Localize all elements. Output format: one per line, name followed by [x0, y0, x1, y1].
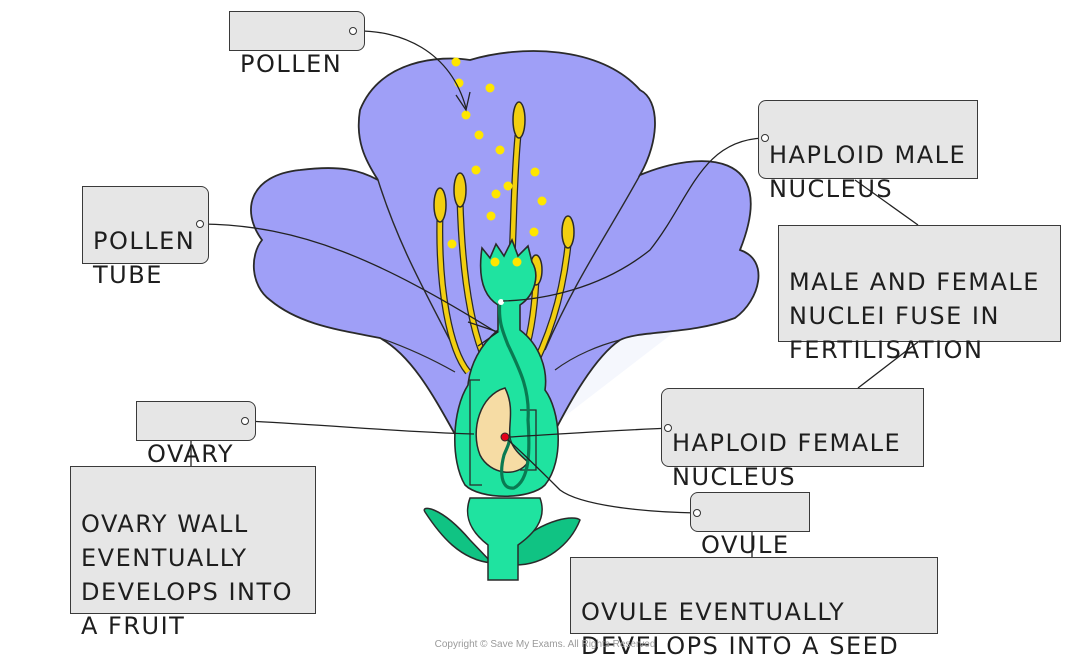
label-pollen-tube: POLLEN TUBE: [82, 186, 209, 289]
label-ovary-text: OVARY: [147, 440, 235, 468]
leader-pollen: [355, 30, 467, 109]
note-fertilisation: MALE AND FEMALE NUCLEI FUSE IN FERTILISA…: [778, 225, 1061, 364]
pollen-grain: [495, 145, 505, 155]
stamen-filament: [457, 199, 485, 353]
anther: [453, 172, 467, 208]
pollen-grain: [490, 257, 500, 267]
petal-fold-line: [554, 339, 621, 371]
pollen-grain: [503, 181, 513, 191]
pollen-grain: [474, 130, 484, 140]
leader-pollen-tube-arrow: [467, 321, 500, 347]
label-hole-icon: [196, 220, 204, 228]
label-ovary: OVARY: [136, 401, 256, 468]
stamen-filament: [437, 214, 470, 374]
label-hole-icon: [664, 424, 672, 432]
petal-fold-line: [544, 174, 641, 351]
label-pollen: POLLEN: [229, 11, 365, 78]
label-hole-icon: [241, 417, 249, 425]
label-pollen-tube-text: POLLEN TUBE: [93, 227, 196, 289]
label-pollen-text: POLLEN: [240, 50, 343, 78]
flower-stalk: [466, 497, 543, 581]
pollen-grain: [451, 57, 461, 67]
leader-haploid-male: [502, 137, 765, 302]
pollen-grain: [530, 167, 540, 177]
pollen-grain: [471, 165, 481, 175]
petal-fold-line: [379, 337, 456, 373]
sepal-left: [423, 507, 494, 564]
anther: [433, 187, 447, 223]
pollen-grain: [485, 83, 495, 93]
connector-male-fusion: [854, 179, 919, 226]
male-nucleus: [498, 299, 504, 305]
leader-pollen-arrow: [455, 91, 471, 112]
sepal-right: [514, 517, 581, 566]
note-ovary-wall: OVARY WALL EVENTUALLY DEVELOPS INTO A FR…: [70, 466, 316, 640]
anther: [561, 215, 575, 249]
note-ovule-seed: OVULE EVENTUALLY DEVELOPS INTO A SEED: [570, 557, 938, 660]
label-hole-icon: [761, 134, 769, 142]
pollen-grain: [512, 257, 522, 267]
pollen-grains: [447, 57, 547, 267]
label-haploid-female-text: HAPLOID FEMALE NUCLEUS: [672, 429, 902, 491]
pollen-grain: [447, 239, 457, 249]
label-ovule: OVULE: [690, 492, 810, 559]
pollen-grain: [529, 227, 539, 237]
pollen-grain: [461, 110, 471, 120]
pollen-grain: [491, 189, 501, 199]
label-haploid-female-nucleus: HAPLOID FEMALE NUCLEUS: [661, 388, 924, 491]
note-fertilisation-text: MALE AND FEMALE NUCLEI FUSE IN FERTILISA…: [789, 268, 1040, 364]
connector-fusion-female: [857, 341, 919, 389]
note-ovary-wall-text: OVARY WALL EVENTUALLY DEVELOPS INTO A FR…: [81, 510, 294, 640]
label-ovule-text: OVULE: [701, 531, 790, 559]
pollen-grain: [486, 211, 496, 221]
leader-pollen-tube: [201, 223, 497, 333]
label-hole-icon: [349, 27, 357, 35]
pollen-grain: [537, 196, 547, 206]
anther: [512, 101, 526, 139]
label-haploid-male-nucleus: HAPLOID MALE NUCLEUS: [758, 100, 978, 203]
label-hole-icon: [693, 509, 701, 517]
leader-lines: [190, 30, 919, 557]
female-nucleus: [500, 432, 510, 442]
leader-haploid-female: [509, 427, 672, 438]
anthers: [433, 101, 575, 286]
ovary-wall-bracket: [469, 379, 482, 486]
leader-ovary: [246, 420, 475, 435]
copyright-text: Copyright © Save My Exams. All Rights Re…: [434, 639, 656, 650]
note-ovule-seed-text: OVULE EVENTUALLY DEVELOPS INTO A SEED: [581, 598, 900, 660]
leader-ovule: [507, 439, 698, 514]
label-haploid-male-text: HAPLOID MALE NUCLEUS: [769, 141, 967, 203]
